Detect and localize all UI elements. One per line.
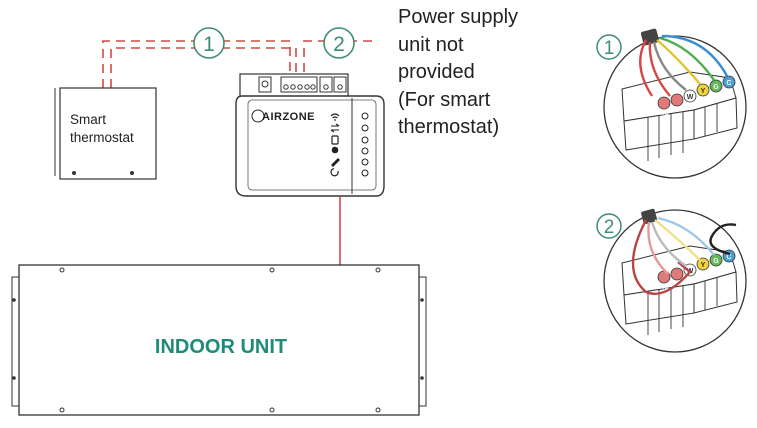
wire-blue: [661, 34, 729, 77]
power-supply-note: Power supply unit not provided (For smar…: [398, 4, 568, 142]
thermostat-label-line1: Smart: [70, 112, 106, 127]
terminal-label-w: W: [687, 94, 694, 101]
wire-red-1: [639, 39, 654, 97]
terminal-block-2: RC RH W Y G C: [621, 245, 738, 335]
wiring-option-badge-1: 1: [604, 38, 615, 59]
note-line: provided: [398, 61, 475, 83]
wire-marker-2: 2: [323, 27, 355, 59]
wire-red-2: [648, 41, 671, 97]
wire-pink: [647, 221, 669, 275]
terminal-label-y: Y: [701, 88, 706, 95]
note-line: thermostat): [398, 116, 500, 138]
wiring-detail-1: RC RH W Y G C 1: [596, 28, 747, 179]
note-line: Power supply: [398, 6, 519, 28]
transfer-icon: [330, 123, 340, 133]
terminal-label-c: C: [726, 254, 731, 261]
indoor-unit-label: INDOOR UNIT: [155, 336, 287, 358]
reset-icon: [330, 168, 339, 177]
terminal-label-rc: RC: [659, 284, 669, 291]
wire-light-blue: [657, 216, 715, 256]
wire-light-yellow: [654, 219, 701, 261]
terminal-label-rc: RC: [659, 110, 669, 117]
terminal-label-g: G: [713, 84, 719, 91]
airzone-logo: AIRZONE: [262, 111, 315, 123]
target-icon: [331, 146, 339, 154]
note-line: unit not: [398, 33, 464, 56]
wifi-icon: [330, 113, 340, 119]
thermostat-label-line2: thermostat: [70, 130, 134, 145]
indoor-unit: INDOOR UNIT: [11, 264, 427, 416]
airzone-module: AIRZONE: [235, 73, 385, 197]
wire-yellow: [656, 39, 701, 85]
thermostat-wire-2: [110, 47, 297, 88]
terminal-label-rh: RH: [672, 106, 682, 113]
wiring-option-badge-2: 2: [604, 217, 615, 238]
terminal-label-c: C: [726, 80, 731, 87]
wire-white: [652, 41, 687, 91]
terminal-label-g: G: [713, 258, 719, 265]
wire-red-arc: [631, 219, 692, 295]
wire-marker-1: 1: [193, 27, 225, 59]
wire-black: [709, 223, 737, 256]
pencil-icon: [331, 158, 340, 167]
wire-light-white: [650, 221, 687, 267]
phone-icon: [331, 135, 339, 145]
wire-marker-2-number: 2: [333, 33, 345, 56]
terminal-label-y: Y: [701, 262, 706, 269]
note-line: (For smart: [398, 88, 491, 111]
terminal-block-1: RC RH W Y G C: [621, 71, 738, 161]
wire-marker-1-number: 1: [203, 33, 215, 56]
smart-thermostat: Smart thermostat: [54, 87, 157, 180]
wire-green: [659, 36, 715, 81]
wiring-detail-2: RC RH W Y G C 2: [596, 208, 747, 353]
